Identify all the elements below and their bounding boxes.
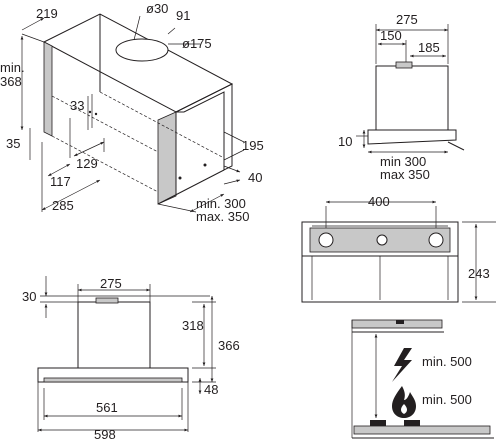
dim-side-max350: max 350 — [380, 167, 430, 182]
dim-129: 129 — [76, 156, 98, 171]
dim-d30: ø30 — [146, 1, 168, 16]
min500-gas: min. 500 — [422, 392, 472, 407]
dim-min368-value: 368 — [0, 74, 22, 89]
dim-front-400: 400 — [368, 194, 390, 209]
side-view: 275 150 185 10 min 300 max 350 — [338, 12, 465, 182]
dim-33: 33 — [70, 98, 84, 113]
side-hood-body — [367, 129, 457, 145]
mount-hole-center — [376, 234, 388, 246]
elev-duct — [77, 301, 151, 369]
dim-front-243: 243 — [468, 266, 490, 281]
dim-91: 91 — [176, 8, 190, 23]
dim-d175: ø175 — [182, 36, 212, 51]
side-duct-box — [375, 65, 449, 131]
mount-hole-right — [428, 232, 444, 248]
front-view: 400 243 — [301, 194, 496, 303]
min500-electric: min. 500 — [422, 354, 472, 369]
dim-elev-48: 48 — [204, 382, 218, 397]
dim-side-150: 150 — [380, 28, 402, 43]
dim-elev-275: 275 — [100, 276, 122, 291]
dim-elev-30: 30 — [22, 289, 36, 304]
dim-117: 117 — [50, 174, 71, 189]
dim-219: 219 — [36, 6, 58, 21]
dim-elev-318: 318 — [182, 318, 204, 333]
elevation-view: 30 275 318 366 48 561 598 — [22, 276, 240, 442]
cabinet-isometric-view: 219 ø30 91 ø175 min. 368 33 35 129 117 2… — [0, 1, 264, 224]
dim-min300: min. 300 — [196, 196, 246, 211]
dim-elev-598: 598 — [94, 427, 116, 442]
dim-side-min300: min 300 — [380, 154, 426, 169]
dim-max350: max. 350 — [196, 209, 249, 224]
cabinet-left-side — [43, 41, 53, 137]
front-cabinet — [301, 221, 459, 303]
dim-elev-561: 561 — [96, 400, 118, 415]
dim-side-10: 10 — [338, 134, 352, 149]
dim-side-275: 275 — [396, 12, 418, 27]
duct-hole — [115, 38, 169, 62]
gas-hob-flame-icon — [392, 386, 416, 418]
dim-elev-366: 366 — [218, 338, 240, 353]
dim-195: 195 — [242, 138, 264, 153]
dim-35: 35 — [6, 136, 20, 151]
clearance-hob — [353, 425, 491, 435]
mount-hole-left — [318, 232, 334, 248]
clearance-view: min. 500 min. 500 — [351, 319, 494, 439]
dim-285: 285 — [52, 198, 74, 213]
cabinet-front-side — [157, 111, 177, 205]
dim-40: 40 — [248, 170, 262, 185]
dim-side-185: 185 — [418, 40, 440, 55]
cabinet-right-panel — [175, 83, 233, 171]
dim-min368-label: min. — [0, 60, 25, 75]
electric-hob-icon — [392, 348, 412, 382]
